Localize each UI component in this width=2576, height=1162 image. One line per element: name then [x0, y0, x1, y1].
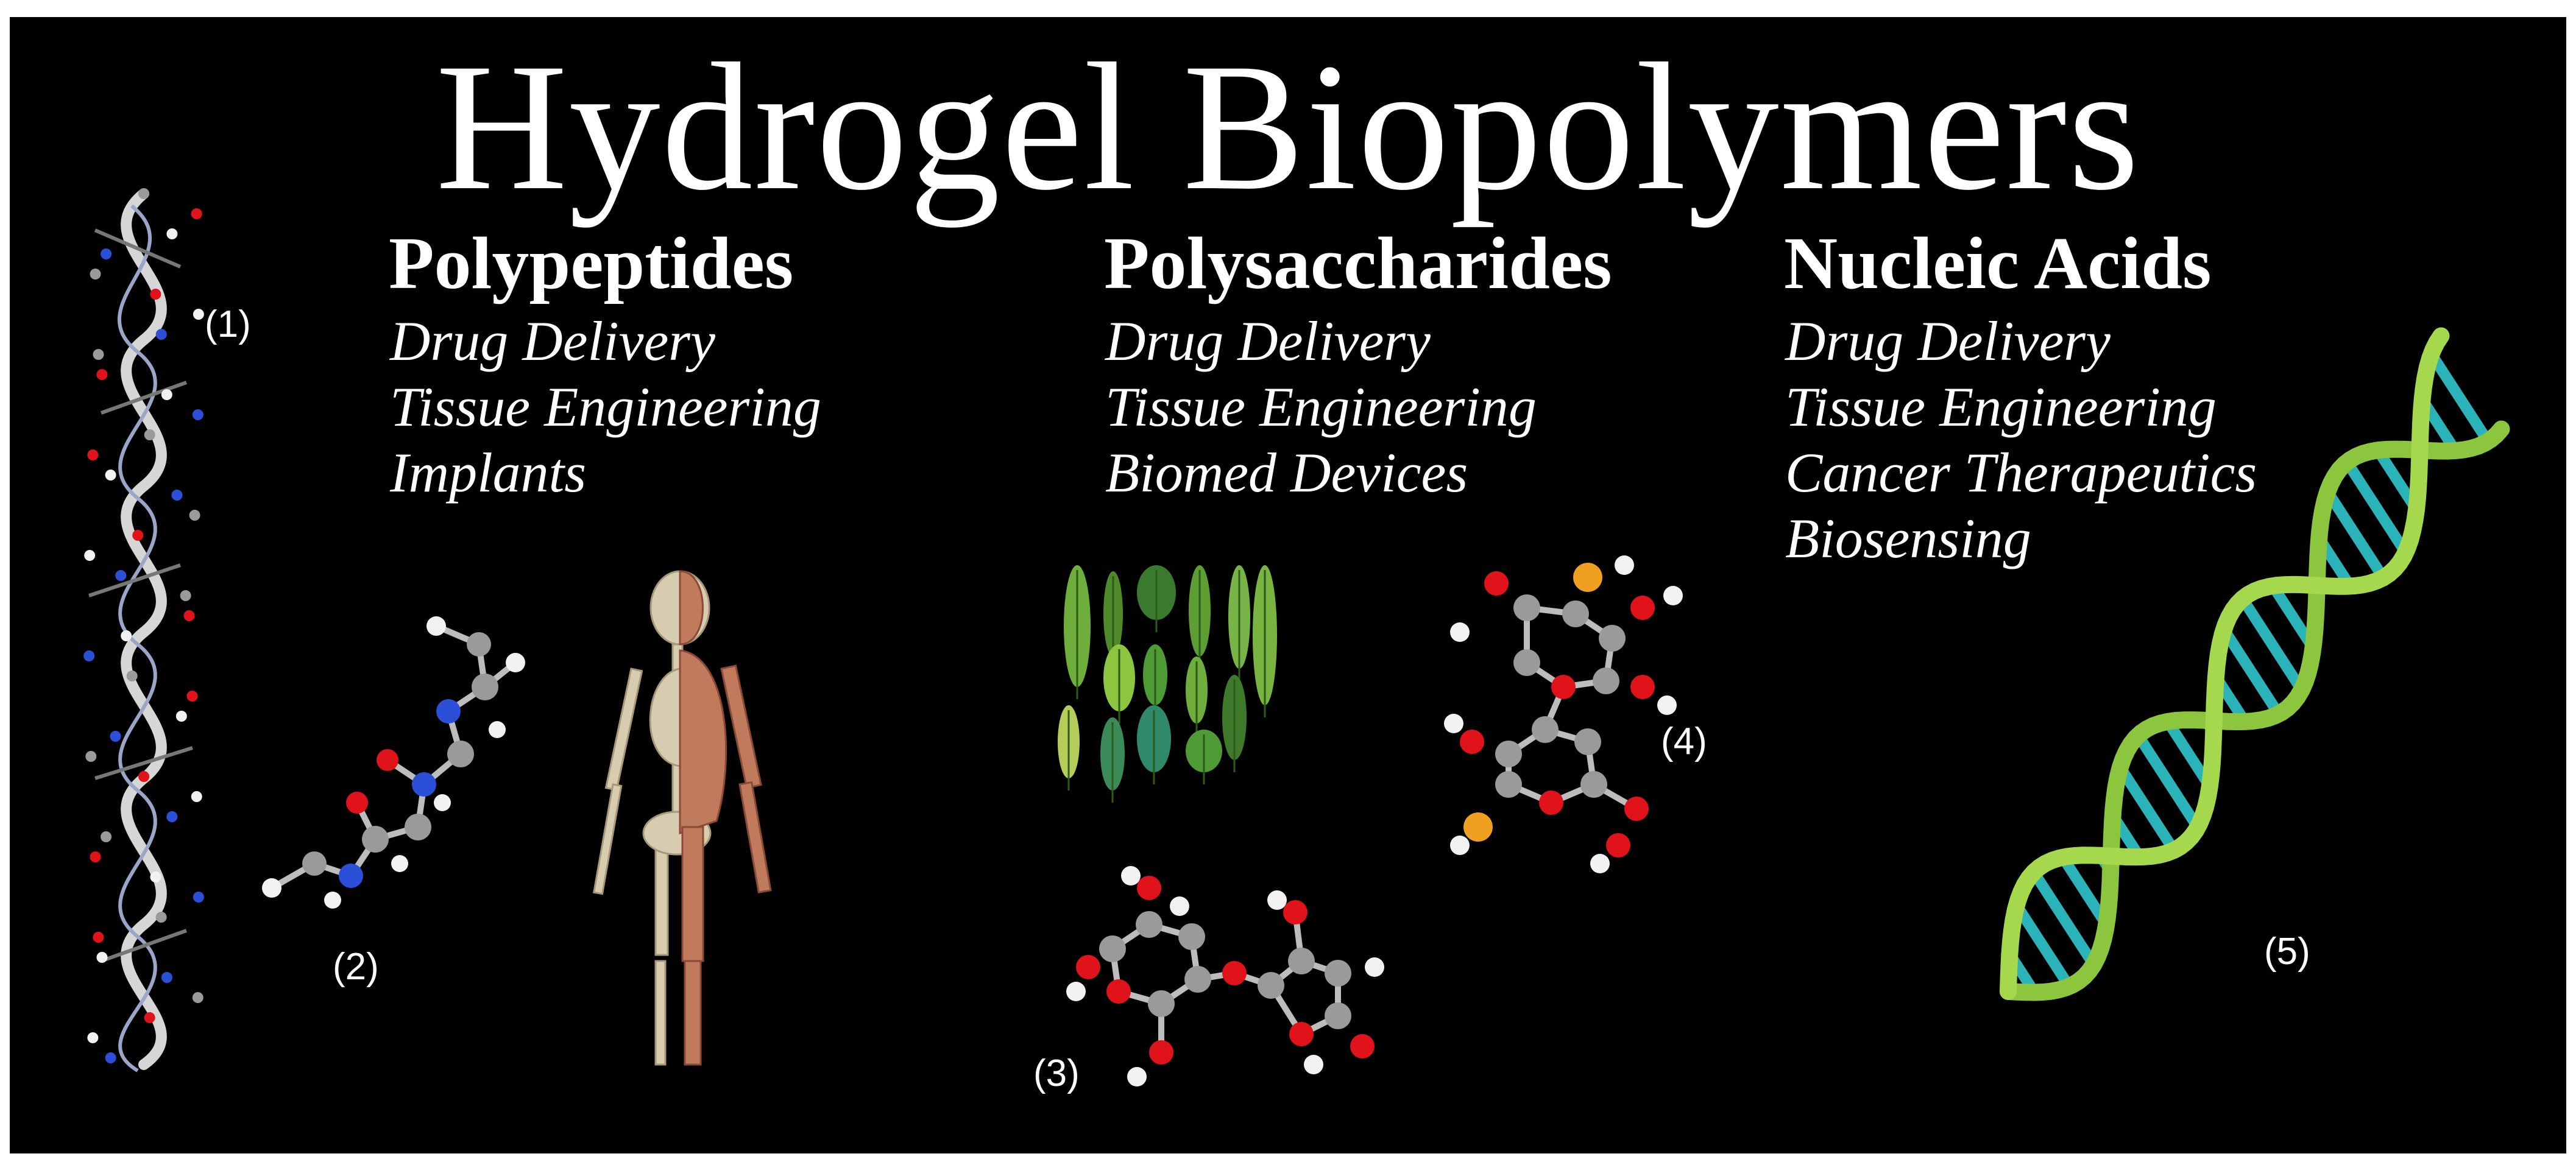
application-item: Tissue Engineering — [1105, 376, 1537, 438]
heading-nucleic-acids: Nucleic Acids — [1784, 222, 2212, 305]
application-item: Drug Delivery — [1785, 310, 2111, 372]
atom — [101, 831, 112, 842]
atom — [90, 269, 101, 280]
atom — [155, 912, 167, 923]
atom — [93, 932, 104, 943]
atom — [161, 389, 172, 400]
atom — [166, 811, 178, 822]
atom — [96, 369, 108, 380]
heading-polypeptides: Polypeptides — [389, 222, 794, 305]
dna-base-pair — [2219, 626, 2284, 717]
atom — [87, 449, 99, 460]
dna-base-pair — [2133, 732, 2203, 831]
atom — [126, 671, 138, 681]
atom — [83, 650, 95, 661]
green-leaves — [1058, 565, 1277, 803]
atom — [144, 1012, 155, 1023]
atom — [110, 731, 121, 742]
atom — [105, 1052, 116, 1063]
atom — [171, 490, 183, 501]
atom — [192, 992, 203, 1003]
dna-base-pair — [2238, 596, 2307, 693]
atom — [175, 711, 187, 722]
application-item: Drug Delivery — [390, 310, 715, 372]
dna-base-pair — [2427, 351, 2493, 445]
dna-base-pair — [2012, 902, 2074, 990]
ball-and-stick-polysaccharide — [1444, 555, 1683, 873]
dna-base-pair — [2342, 459, 2410, 556]
poster-canvas: Hydrogel Biopolymers Polypeptides Drug D… — [10, 17, 2566, 1153]
atom — [193, 892, 204, 903]
dna-base-pair — [2115, 764, 2179, 854]
atom — [115, 570, 127, 581]
page-title: Hydrogel Biopolymers — [435, 26, 2140, 228]
atom — [150, 872, 161, 882]
label-1: (1) — [205, 303, 251, 345]
atom — [180, 590, 191, 601]
protein-ribbon-illustration — [83, 188, 204, 1072]
atom — [138, 771, 150, 782]
atom — [90, 851, 101, 862]
atom — [84, 550, 96, 561]
ball-and-stick-sugar — [1066, 866, 1384, 1086]
dna-base-pair — [2323, 488, 2388, 581]
atom — [192, 409, 203, 420]
atom — [93, 349, 104, 360]
label-5: (5) — [2264, 931, 2310, 973]
atom — [155, 329, 167, 340]
dna-base-pair — [2058, 854, 2111, 928]
label-3: (3) — [1033, 1052, 1080, 1094]
skeleton-muscle-body — [593, 570, 772, 1066]
atom — [105, 470, 116, 481]
application-item: Biomed Devices — [1105, 442, 1468, 504]
double-helix-dna — [2000, 327, 2510, 1001]
atom — [193, 309, 204, 320]
atom — [183, 610, 195, 621]
application-item: Implants — [390, 442, 586, 504]
atom — [101, 248, 112, 259]
atom — [121, 630, 132, 641]
label-4: (4) — [1661, 720, 1707, 762]
atom — [186, 691, 198, 702]
label-2: (2) — [333, 946, 379, 988]
atom — [132, 530, 144, 541]
atom — [189, 510, 200, 521]
application-item: Biosensing — [1785, 507, 2031, 569]
application-item: Tissue Engineering — [390, 376, 821, 438]
application-item: Tissue Engineering — [1785, 376, 2217, 438]
ball-and-stick-peptide — [262, 616, 525, 909]
dna-base-pair — [2029, 869, 2098, 968]
atom — [144, 429, 155, 440]
atom — [87, 1032, 99, 1043]
atom — [161, 972, 172, 983]
atom — [191, 208, 202, 219]
atom — [166, 228, 178, 239]
atom — [96, 952, 108, 963]
atom — [150, 289, 161, 300]
atom — [85, 751, 97, 762]
atom — [138, 188, 149, 199]
application-item: Drug Delivery — [1105, 310, 1431, 372]
heading-polysaccharides: Polysaccharides — [1104, 222, 1612, 305]
atom — [191, 791, 202, 802]
application-item: Cancer Therapeutics — [1785, 442, 2257, 504]
